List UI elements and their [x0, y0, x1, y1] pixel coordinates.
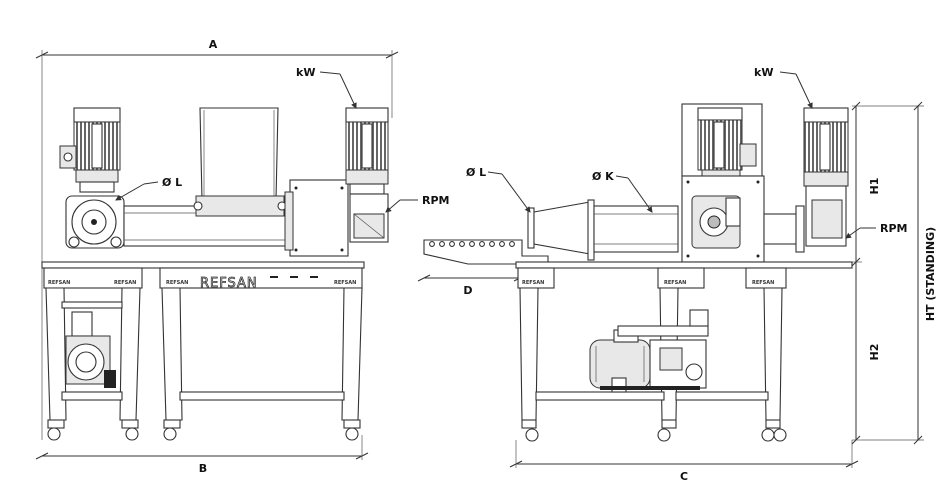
left-table: REFSAN REFSAN REFSAN REFSAN REFSAN — [41, 261, 365, 291]
label-ht-standing: HT (STANDING) — [924, 227, 937, 321]
brand-label: REFSAN — [48, 280, 70, 286]
dimension-b: B — [35, 435, 369, 475]
label-b: B — [199, 462, 207, 475]
label-rpm-right: RPM — [880, 222, 907, 235]
brand-label: REFSAN — [114, 280, 136, 286]
brand-label: REFSAN — [334, 280, 356, 286]
main-motor — [681, 103, 763, 183]
label-rpm-left: RPM — [422, 194, 449, 207]
left-machine: A B — [35, 38, 449, 475]
middle-stand — [161, 287, 363, 441]
brand-logo: REFSAN — [200, 276, 258, 291]
cone-assembly — [527, 199, 679, 261]
vacuum-pump — [589, 309, 709, 393]
right-callouts: kW RPM Ø L Ø K — [466, 66, 907, 239]
right-machine: C D H1 H2 HT (STANDING) — [417, 66, 937, 483]
left-housing — [284, 179, 349, 257]
brand-label: REFSAN — [522, 280, 544, 286]
main-gearbox — [681, 175, 765, 263]
left-stand — [45, 287, 141, 441]
left-machine-right-motor — [345, 107, 389, 195]
left-motor — [59, 107, 121, 193]
label-kw-right: kW — [754, 66, 773, 79]
left-gearbox — [65, 195, 125, 249]
left-machine-right-gearbox — [349, 193, 389, 243]
right-table: REFSAN REFSAN REFSAN — [515, 261, 853, 289]
dimension-d: D — [417, 274, 527, 297]
connection-tube — [763, 205, 805, 253]
brand-label: REFSAN — [664, 280, 686, 286]
brand-label: REFSAN — [166, 280, 188, 286]
right-stand — [519, 287, 787, 442]
label-kw-left: kW — [296, 66, 315, 79]
label-h1: H1 — [868, 178, 881, 195]
label-h2: H2 — [868, 344, 881, 361]
label-dia-l-right: Ø L — [466, 166, 486, 179]
nozzle-tray — [423, 239, 549, 265]
label-c: C — [680, 470, 688, 483]
label-dia-k: Ø K — [592, 170, 614, 183]
brand-label: REFSAN — [752, 280, 774, 286]
dimension-a: A — [35, 38, 399, 440]
label-a: A — [209, 38, 218, 51]
left-callouts: kW RPM Ø L — [115, 66, 449, 213]
dimension-heights: H1 H2 HT (STANDING) — [851, 101, 937, 445]
label-d: D — [463, 284, 472, 297]
dimension-c: C — [509, 440, 859, 483]
label-dia-l-left: Ø L — [162, 176, 182, 189]
second-motor — [803, 107, 849, 247]
hopper — [193, 107, 287, 217]
